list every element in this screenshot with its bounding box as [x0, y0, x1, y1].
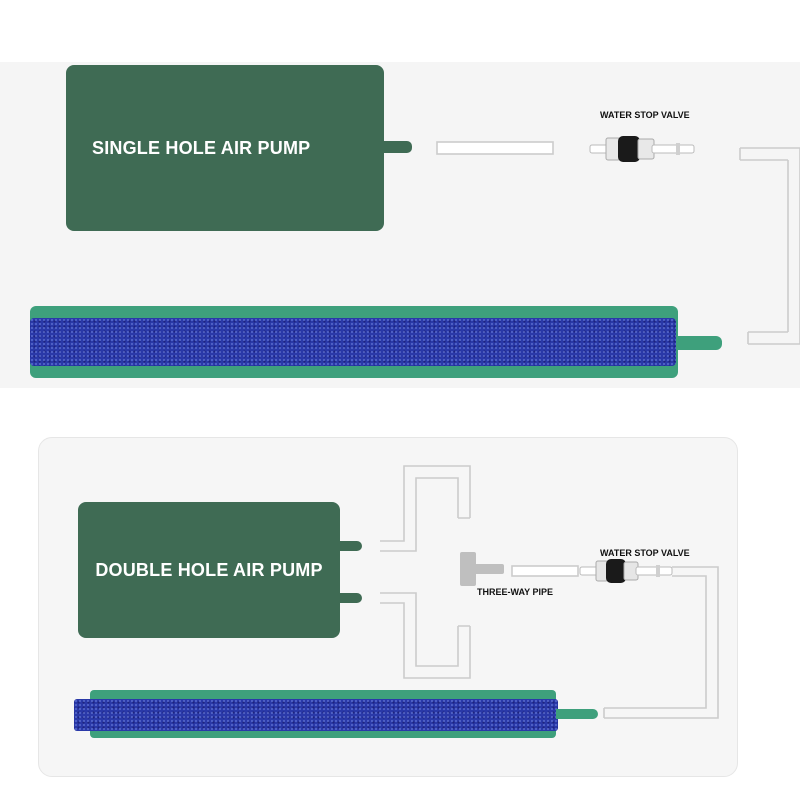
double-pump-label: DOUBLE HOLE AIR PUMP: [95, 559, 323, 580]
tee-to-valve-tube: [511, 565, 579, 577]
three-way-pipe-icon: [460, 552, 504, 586]
lower-branch-tube: [380, 592, 471, 679]
top-air-stone-nozzle: [676, 336, 722, 350]
single-hole-air-pump: SINGLE HOLE AIR PUMP: [66, 65, 384, 231]
top-water-stop-valve-icon: [589, 136, 695, 162]
bottom-water-stop-valve-icon: [579, 559, 673, 583]
bottom-air-stone-nozzle: [556, 709, 598, 719]
bottom-air-stone-sponge: [74, 699, 558, 731]
upper-branch-tube: [380, 465, 471, 552]
three-way-pipe-label: THREE-WAY PIPE: [477, 587, 554, 597]
bottom-valve-label: WATER STOP VALVE: [600, 548, 690, 558]
valve-to-stone-tube: [603, 566, 719, 719]
top-valve-label: WATER STOP VALVE: [600, 110, 690, 120]
single-pump-outlet: [384, 141, 412, 153]
top-tube-return: [739, 147, 800, 345]
top-tube-segment: [436, 141, 554, 155]
single-pump-label: SINGLE HOLE AIR PUMP: [92, 137, 311, 158]
double-pump-outlet-lower: [340, 593, 362, 603]
top-air-stone-sponge: [30, 318, 676, 366]
double-pump-outlet-upper: [340, 541, 362, 551]
double-hole-air-pump: DOUBLE HOLE AIR PUMP: [78, 502, 340, 638]
